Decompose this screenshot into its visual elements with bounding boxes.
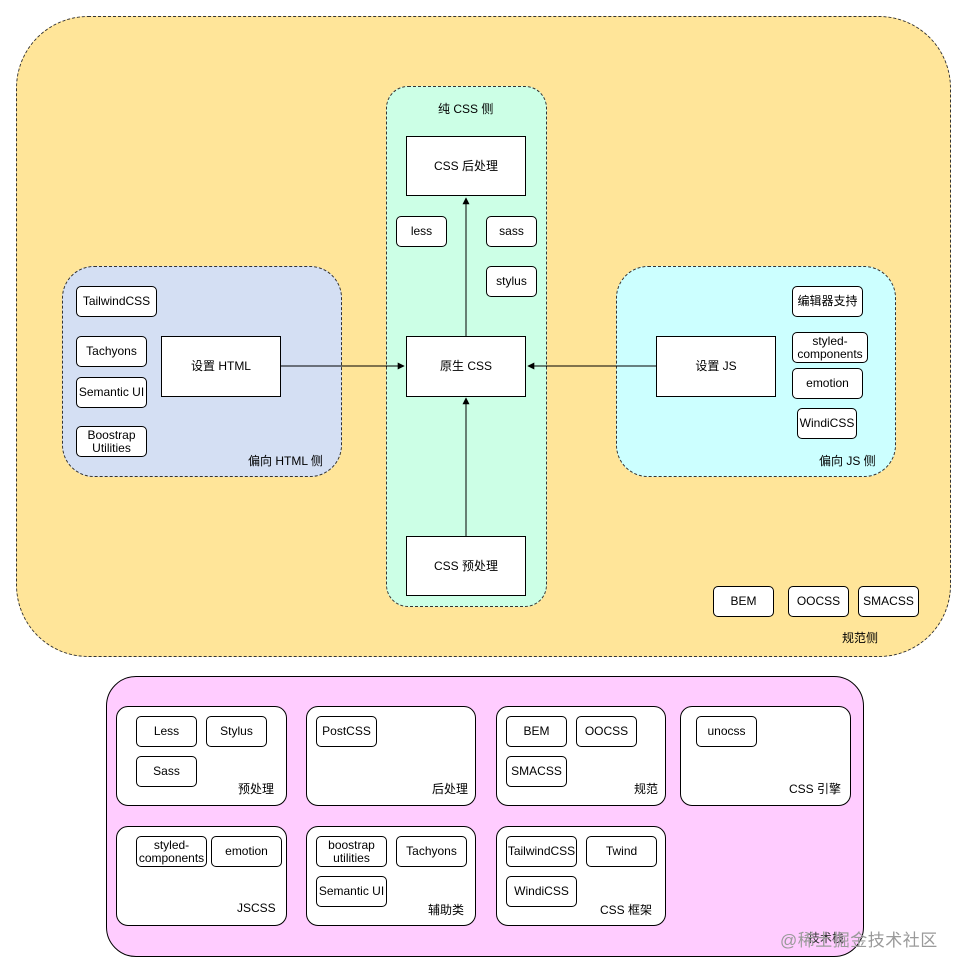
editor-support-tag: 编辑器支持 (792, 286, 863, 317)
css-pre-node: CSS 预处理 (406, 536, 526, 596)
windicss-tag: WindiCSS (797, 408, 857, 439)
group-css-engine-label: CSS 引擎 (789, 782, 842, 796)
semantic-ui-item: Semantic UI (316, 876, 387, 907)
css-post-node: CSS 后处理 (406, 136, 526, 196)
bootstrap-utilities-tag: Boostrap Utilities (76, 426, 147, 457)
group-jscss-label: JSCSS (237, 901, 276, 915)
less-item: Less (136, 716, 197, 747)
watermark: @稀土掘金技术社区 (780, 931, 938, 950)
emotion-item: emotion (211, 836, 282, 867)
bootstrap-utilities-item: boostrap utilities (316, 836, 387, 867)
bem-tag: BEM (713, 586, 774, 617)
less-tag: less (396, 216, 447, 247)
twind-item: Twind (586, 836, 657, 867)
tailwindcss-item: TailwindCSS (506, 836, 577, 867)
sass-item: Sass (136, 756, 197, 787)
stylus-tag: stylus (486, 266, 537, 297)
spec-region-label: 规范侧 (842, 631, 879, 645)
tachyons-tag: Tachyons (76, 336, 147, 367)
stylus-item: Stylus (206, 716, 267, 747)
unocss-item: unocss (696, 716, 757, 747)
styled-components-tag: styled-components (792, 332, 868, 363)
styled-components-item: styled-components (136, 836, 207, 867)
bem-item: BEM (506, 716, 567, 747)
oocss-item: OOCSS (576, 716, 637, 747)
oocss-tag: OOCSS (788, 586, 849, 617)
pure-css-label: 纯 CSS 侧 (438, 102, 494, 116)
set-js-node: 设置 JS (656, 336, 776, 397)
sass-tag: sass (486, 216, 537, 247)
group-spec-label: 规范 (634, 782, 659, 796)
set-html-node: 设置 HTML (161, 336, 281, 397)
tech-stack-label: 技术栈 (808, 931, 845, 945)
postcss-item: PostCSS (316, 716, 377, 747)
group-preprocess-label: 预处理 (238, 782, 275, 796)
smacss-item: SMACSS (506, 756, 567, 787)
native-css-node: 原生 CSS (406, 336, 526, 397)
group-css-framework-label: CSS 框架 (600, 903, 653, 917)
emotion-tag: emotion (792, 368, 863, 399)
tachyons-item: Tachyons (396, 836, 467, 867)
tailwindcss-tag: TailwindCSS (76, 286, 157, 317)
group-postprocess-label: 后处理 (432, 782, 469, 796)
group-utilities-label: 辅助类 (428, 903, 465, 917)
html-side-label: 偏向 HTML 侧 (248, 454, 323, 468)
windicss-item: WindiCSS (506, 876, 577, 907)
semantic-ui-tag: Semantic UI (76, 377, 147, 408)
smacss-tag: SMACSS (858, 586, 919, 617)
js-side-label: 偏向 JS 侧 (819, 454, 876, 468)
